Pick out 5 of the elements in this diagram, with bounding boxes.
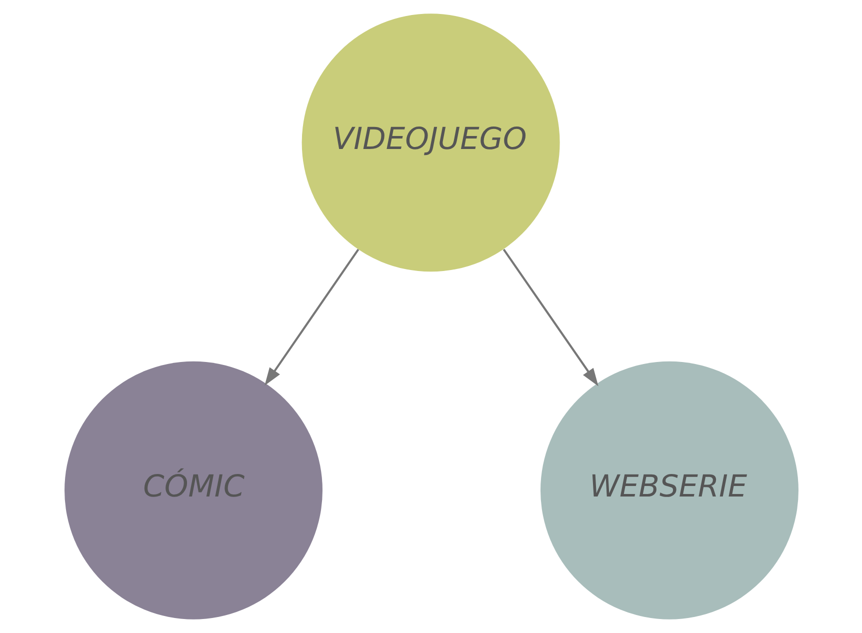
arrow <box>502 248 598 386</box>
node-circle: VIDEOJUEGO <box>301 14 560 272</box>
node-circle: CÓMIC <box>64 361 322 620</box>
arrow <box>264 248 359 386</box>
node-circle: WEBSERIE <box>540 361 798 620</box>
